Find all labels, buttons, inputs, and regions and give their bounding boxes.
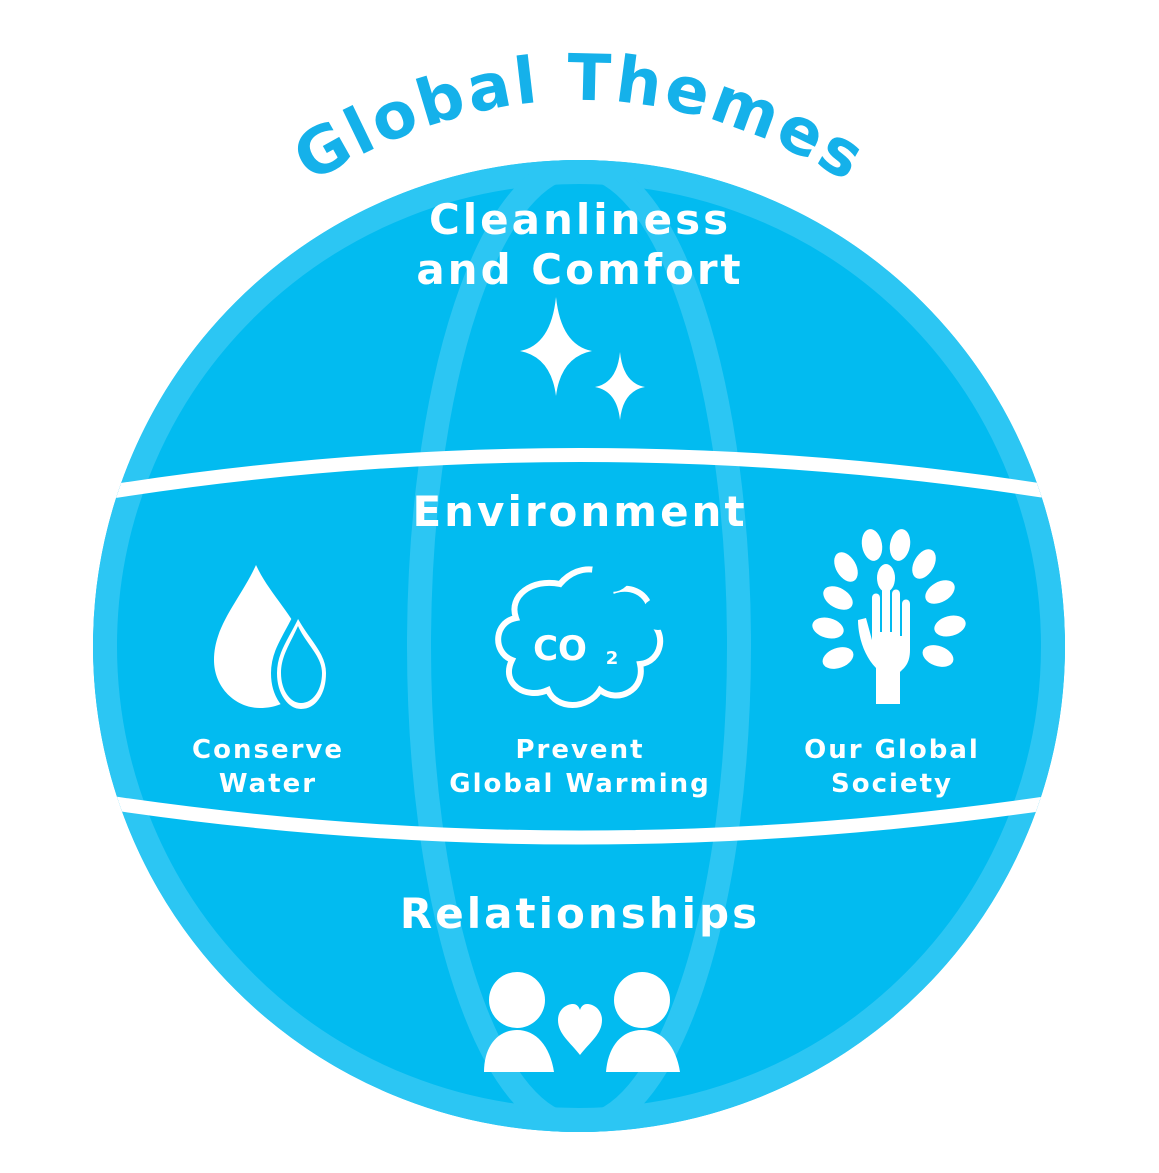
cleanliness-heading-line1: Cleanliness [429, 195, 731, 244]
hand-tree-icon [812, 529, 966, 704]
global-society-label-line2: Society [831, 769, 953, 799]
co2-cloud-icon: CO 2 [495, 552, 674, 708]
upper-divider [93, 448, 1065, 507]
lower-divider [93, 788, 1065, 845]
prevent-warming-label-line2: Global Warming [449, 769, 710, 799]
environment-heading: Environment [412, 487, 747, 536]
relationships-heading: Relationships [400, 889, 760, 938]
co2-subscript: 2 [606, 648, 619, 669]
people-heart-icon [484, 972, 680, 1072]
conserve-water-label-line2: Water [219, 769, 317, 799]
co2-text: CO [533, 629, 587, 669]
meridian-band [407, 160, 751, 1132]
global-society-label-line1: Our Global [804, 735, 980, 765]
cleanliness-heading-line2: and Comfort [416, 245, 743, 294]
sparkle-icon [520, 297, 645, 420]
conserve-water-label-line1: Conserve [192, 735, 344, 765]
water-drops-icon [214, 565, 333, 716]
prevent-warming-label-line1: Prevent [515, 735, 644, 765]
globe [93, 160, 1065, 1132]
